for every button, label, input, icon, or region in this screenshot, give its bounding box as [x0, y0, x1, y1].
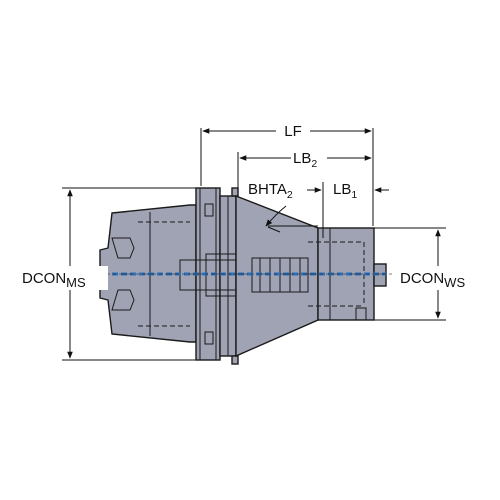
- dcon-ms-label: DCONMS: [22, 270, 86, 290]
- dimension-bhta2: BHTA2: [248, 181, 318, 233]
- lf-label: LF: [284, 123, 302, 140]
- ring-top: [231, 187, 239, 197]
- dimension-lb2: LB2: [237, 146, 372, 196]
- tapered-body: [235, 194, 319, 358]
- dimension-lb1: LB1: [307, 181, 389, 238]
- bhta2-label: BHTA2: [248, 181, 293, 201]
- dimension-dcon-ms: DCONMS: [22, 187, 196, 361]
- shank-drive-slot-top: [111, 237, 135, 259]
- tool-holder-body: [96, 187, 392, 365]
- dimension-dcon-ws: DCONWS: [374, 227, 480, 321]
- shank-drive-slot-bottom: [111, 289, 135, 311]
- lb1-label: LB1: [333, 181, 357, 201]
- dcon-ws-label: DCONWS: [400, 270, 465, 290]
- dimension-lf: LF: [200, 120, 374, 226]
- lb2-label: LB2: [293, 150, 317, 170]
- ring-bottom: [231, 355, 239, 365]
